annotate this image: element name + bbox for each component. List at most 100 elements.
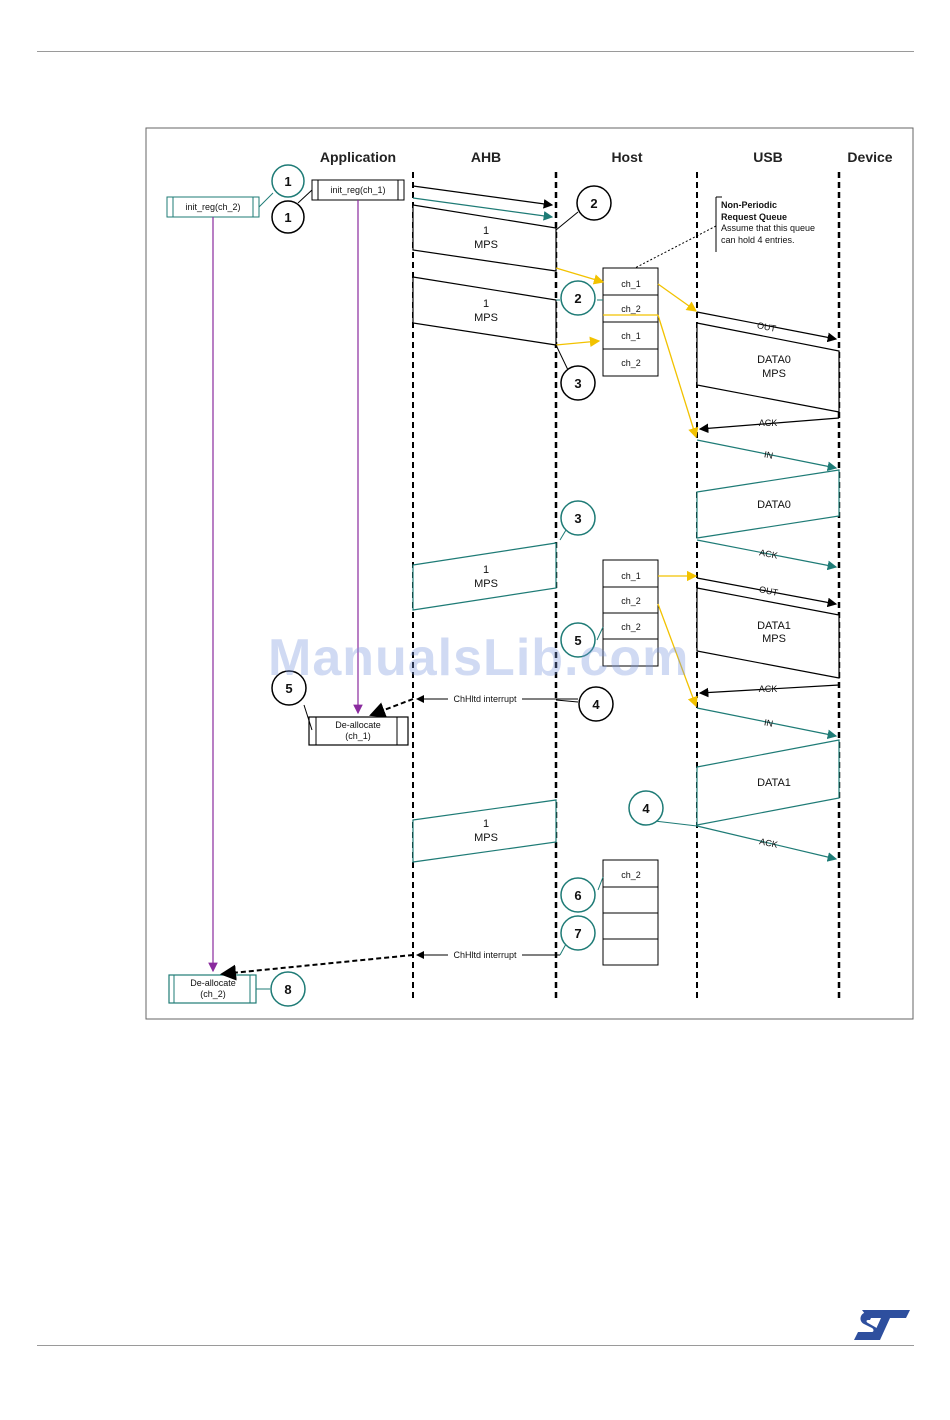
- usb-ack-3: ACK: [698, 684, 840, 698]
- chhltd-interrupt-1: ChHltd interrupt: [369, 692, 578, 718]
- svg-text:ch_2: ch_2: [621, 304, 641, 314]
- step-circle-6: 6: [560, 877, 596, 913]
- svg-text:8: 8: [284, 982, 291, 997]
- ahb-write-arrow-ch1: [412, 185, 554, 209]
- svg-text:DATA1: DATA1: [757, 777, 791, 789]
- svg-text:(ch_2): (ch_2): [200, 989, 226, 999]
- step-circle-1b: 1: [271, 200, 305, 234]
- svg-text:MPS: MPS: [762, 633, 786, 645]
- usb-data0-packet-1: DATA0 MPS: [696, 322, 840, 413]
- svg-text:7: 7: [574, 926, 581, 941]
- svg-text:1: 1: [483, 564, 489, 576]
- deallocate-ch2-box: De-allocate (ch_2): [168, 974, 257, 1004]
- column-title-application: Application: [320, 149, 396, 165]
- svg-text:init_reg(ch_2): init_reg(ch_2): [185, 202, 240, 212]
- svg-text:DATA1: DATA1: [757, 620, 791, 632]
- step-circle-2b: 2: [560, 280, 596, 316]
- bottom-rule: [37, 1345, 914, 1346]
- svg-text:Assume that this queue: Assume that this queue: [721, 223, 815, 233]
- usb-ack-4: ACK: [696, 825, 838, 862]
- column-title-usb: USB: [753, 149, 783, 165]
- step-circle-4b: 4: [628, 790, 664, 826]
- st-logo-icon: [854, 1310, 910, 1340]
- svg-text:ch_2: ch_2: [621, 358, 641, 368]
- step-circle-7: 7: [560, 915, 596, 951]
- column-title-ahb: AHB: [471, 149, 501, 165]
- svg-text:Non-Periodic: Non-Periodic: [721, 200, 777, 210]
- svg-text:MPS: MPS: [474, 239, 498, 251]
- host-queue-2: ch_1 ch_2 ch_2: [602, 559, 659, 667]
- step-circle-3b: 3: [560, 500, 596, 536]
- svg-text:IN: IN: [763, 717, 774, 729]
- svg-text:MPS: MPS: [474, 578, 498, 590]
- svg-text:3: 3: [574, 376, 581, 391]
- svg-text:ch_1: ch_1: [621, 331, 641, 341]
- yellow-arrow-q1-in2: [555, 336, 601, 348]
- ahb-write-arrow-ch2: [412, 197, 554, 221]
- ahb-packet-1: 1 MPS: [412, 204, 557, 272]
- usb-out-token-2: OUT: [696, 577, 838, 608]
- deallocate-ch1-box: De-allocate (ch_1): [308, 716, 409, 746]
- svg-text:1: 1: [483, 818, 489, 830]
- svg-text:ChHltd interrupt: ChHltd interrupt: [453, 694, 517, 704]
- svg-text:ch_1: ch_1: [621, 571, 641, 581]
- host-queue-3: ch_2: [602, 859, 659, 966]
- svg-text:OUT: OUT: [756, 320, 777, 334]
- svg-text:DATA0: DATA0: [757, 499, 791, 511]
- svg-text:5: 5: [285, 681, 292, 696]
- usb-in-token-1: IN: [696, 439, 838, 472]
- step-circle-5a: 5: [560, 622, 596, 658]
- usb-in-token-2: IN: [696, 707, 838, 740]
- watermark-text: ManualsLib.com: [268, 629, 690, 687]
- step-connectors-black: [297, 189, 579, 731]
- diagram-frame: [145, 127, 914, 1020]
- svg-text:De-allocate: De-allocate: [190, 978, 236, 988]
- svg-text:De-allocate: De-allocate: [335, 720, 381, 730]
- queue-note: Non-Periodic Request Queue Assume that t…: [632, 196, 815, 270]
- usb-data0-packet-2: DATA0: [696, 469, 840, 539]
- svg-text:2: 2: [574, 291, 581, 306]
- svg-text:(ch_1): (ch_1): [345, 731, 371, 741]
- svg-text:ACK: ACK: [759, 418, 778, 428]
- svg-text:4: 4: [642, 801, 650, 816]
- svg-text:can hold 4 entries.: can hold 4 entries.: [721, 235, 795, 245]
- usb-out-token-1: OUT: [696, 311, 838, 343]
- svg-text:6: 6: [574, 888, 581, 903]
- column-title-host: Host: [611, 149, 642, 165]
- svg-text:5: 5: [574, 633, 581, 648]
- column-title-device: Device: [847, 149, 892, 165]
- step-circle-5b: 5: [271, 670, 307, 706]
- svg-text:ch_2: ch_2: [621, 622, 641, 632]
- svg-text:Request Queue: Request Queue: [721, 212, 787, 222]
- step-circle-8: 8: [270, 971, 306, 1007]
- svg-text:init_reg(ch_1): init_reg(ch_1): [330, 185, 385, 195]
- host-queue-1: ch_1 ch_2 ch_1 ch_2: [602, 267, 659, 377]
- yellow-arrow-q2-out2: [657, 603, 698, 708]
- svg-text:2: 2: [590, 196, 597, 211]
- yellow-arrow-q1-in: [555, 267, 605, 285]
- svg-text:MPS: MPS: [762, 368, 786, 380]
- chhltd-interrupt-2: ChHltd interrupt: [220, 949, 560, 981]
- step-circle-1a: 1: [271, 164, 305, 198]
- init-reg-ch1-box: init_reg(ch_1): [311, 179, 405, 201]
- svg-text:ChHltd interrupt: ChHltd interrupt: [453, 950, 517, 960]
- svg-text:1: 1: [284, 210, 291, 225]
- init-reg-ch2-box: init_reg(ch_2): [166, 196, 260, 218]
- svg-text:MPS: MPS: [474, 312, 498, 324]
- yellow-arrow-q1-out2: [657, 314, 699, 439]
- svg-text:ch_2: ch_2: [621, 870, 641, 880]
- svg-text:ACK: ACK: [759, 836, 779, 850]
- ahb-packet-3: 1 MPS: [412, 542, 557, 611]
- usb-ack-1: ACK: [698, 417, 840, 434]
- usb-data1-packet-2: DATA1: [696, 739, 840, 826]
- top-rule: [37, 51, 914, 52]
- svg-text:4: 4: [592, 697, 600, 712]
- usb-ack-2: ACK: [696, 539, 838, 571]
- svg-text:IN: IN: [763, 449, 774, 461]
- svg-text:ACK: ACK: [759, 684, 778, 694]
- svg-text:DATA0: DATA0: [757, 354, 791, 366]
- step-circle-3a: 3: [560, 365, 596, 401]
- yellow-arrow-q1-out: [657, 283, 698, 312]
- svg-text:3: 3: [574, 511, 581, 526]
